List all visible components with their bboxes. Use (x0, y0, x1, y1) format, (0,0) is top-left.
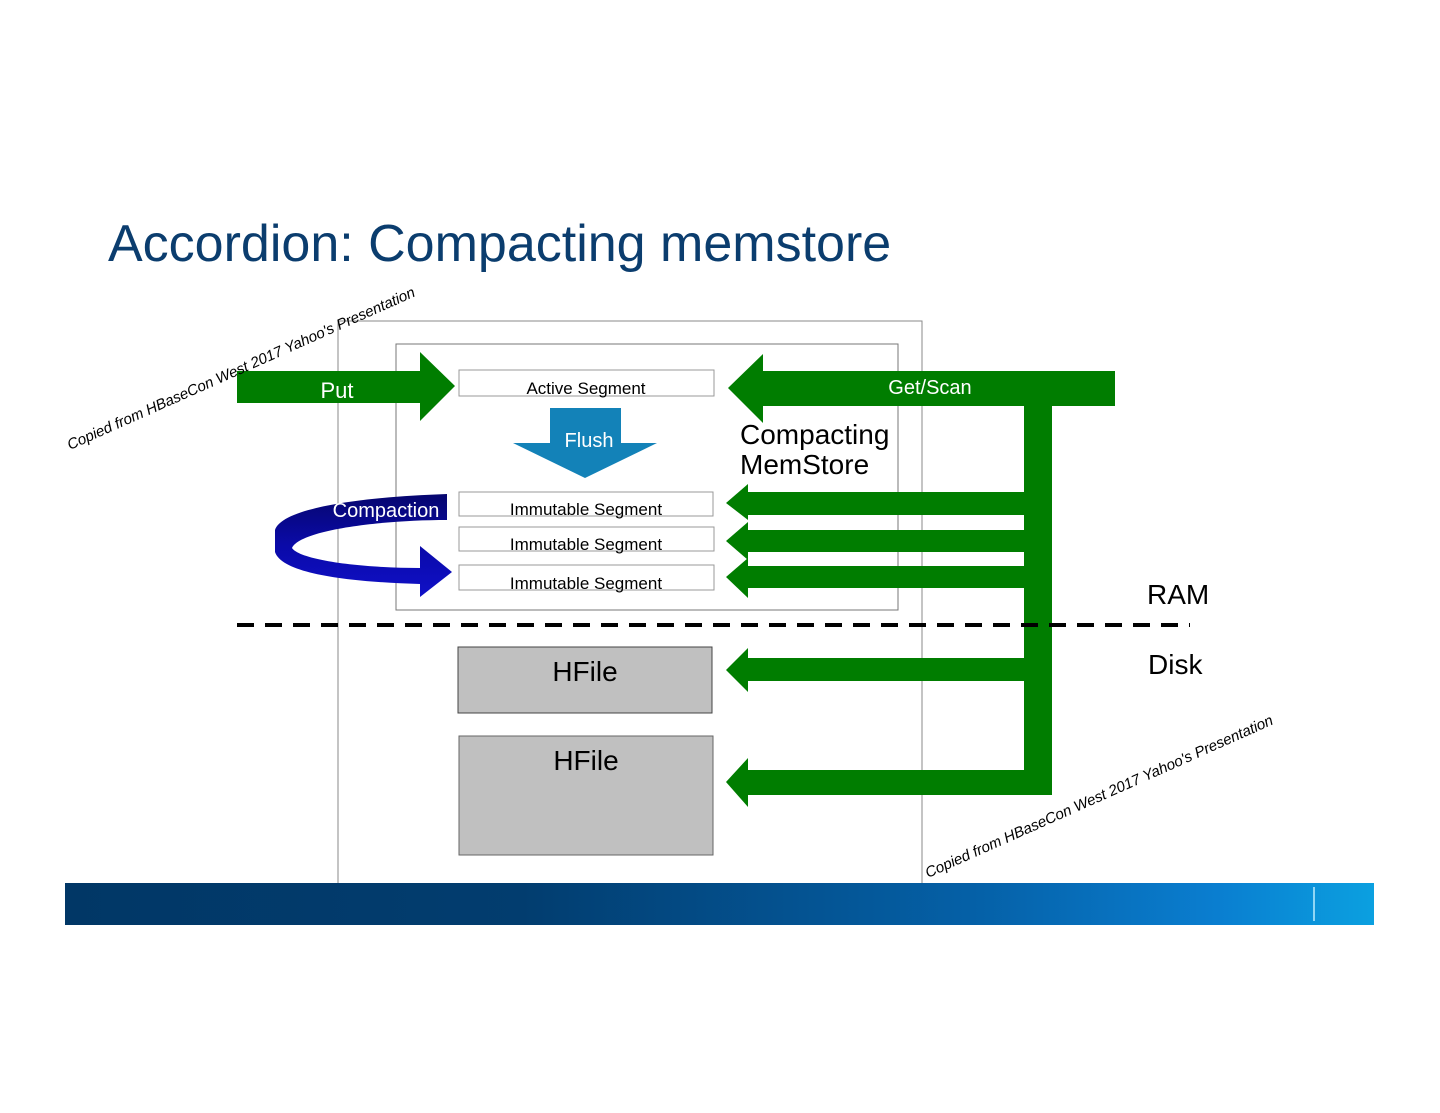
immutable-segment: Immutable Segment (458, 526, 715, 554)
hfile-label: HFile (552, 656, 617, 687)
credit-watermark-top: Copied from HBaseCon West 2017 Yahoo's P… (65, 284, 418, 454)
memstore-label-line2: MemStore (740, 449, 869, 480)
footer-bar (65, 883, 1374, 925)
compaction-label: Compaction (333, 500, 440, 522)
memstore-box (395, 343, 899, 611)
slide-title: Accordion: Compacting memstore (108, 215, 892, 273)
active-segment-label: Active Segment (526, 379, 645, 398)
read-arrow (726, 522, 1024, 560)
flush-label: Flush (565, 430, 614, 452)
read-arrow (726, 648, 1024, 692)
flush-arrow: Flush (513, 408, 657, 478)
memstore-label-line1: Compacting (740, 419, 889, 450)
hfile: HFile (458, 735, 714, 856)
read-arrow (726, 558, 1024, 598)
disk-label: Disk (1148, 649, 1203, 680)
active-segment: Active Segment (458, 369, 715, 398)
get-scan-arrow: Get/Scan (728, 354, 1115, 795)
immutable-segment-label: Immutable Segment (510, 574, 662, 593)
compaction-arrow: Compaction (275, 494, 452, 597)
ram-label: RAM (1147, 579, 1209, 610)
put-label: Put (320, 378, 353, 403)
read-arrow (726, 484, 1024, 520)
footer-divider (1313, 887, 1315, 921)
read-arrow (726, 758, 1052, 807)
credit-watermark-bottom: Copied from HBaseCon West 2017 Yahoo's P… (923, 712, 1276, 882)
hfile-label: HFile (553, 745, 618, 776)
hfile: HFile (457, 646, 713, 714)
get-scan-label: Get/Scan (888, 377, 971, 399)
put-arrow: Put (237, 352, 455, 421)
immutable-segment: Immutable Segment (458, 491, 714, 519)
immutable-segment-label: Immutable Segment (510, 535, 662, 554)
immutable-segment-label: Immutable Segment (510, 500, 662, 519)
immutable-segment: Immutable Segment (458, 564, 715, 593)
